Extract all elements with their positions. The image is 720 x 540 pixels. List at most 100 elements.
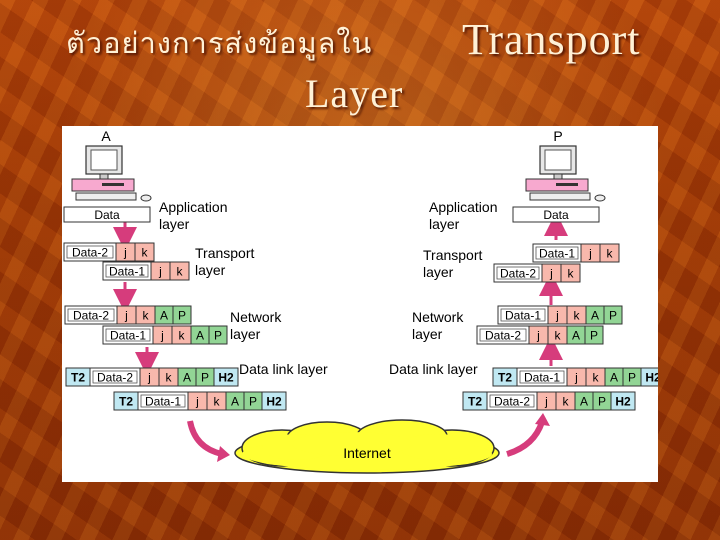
- left-network-row1-P-text: P: [178, 309, 186, 323]
- left-application-label: Application: [159, 199, 228, 215]
- left-datalink-row1-H2-cell: [213, 367, 239, 387]
- right-transport-layer-label: layer: [423, 264, 454, 280]
- right-datalink-row2-H2-text: H2: [615, 395, 631, 409]
- right-transport-row1-j-text: j: [588, 247, 592, 261]
- arrow-from-internet: [506, 420, 545, 457]
- right-transport-row2-j-text: j: [549, 267, 553, 281]
- left-network-row2-A-text: A: [196, 329, 204, 343]
- right-datalink-row2-H2-cell: [610, 391, 636, 411]
- right-network-row1-j-text: j: [555, 309, 559, 323]
- right-app-data-cell: [512, 206, 600, 223]
- right-datalink-row1-A-text: A: [610, 371, 618, 385]
- right-network-row1-data1-text: Data-1: [505, 309, 541, 323]
- left-network-row1-j-text: j: [124, 309, 128, 323]
- right-network-row1-data1-inner-frame: [500, 308, 546, 322]
- left-network-row1-A-text: A: [160, 309, 168, 323]
- right-datalink-row2-A-text: A: [580, 395, 588, 409]
- right-data-link-label: Data link layer: [389, 361, 478, 377]
- right-network-row2-P-text: P: [590, 329, 598, 343]
- right-datalink-row1-data1-inner-frame: [519, 370, 565, 384]
- right-network-row1-P-text: P: [609, 309, 617, 323]
- right-network-row2-A-text: A: [572, 329, 580, 343]
- left-transport-row1-j-text: j: [123, 246, 127, 260]
- host-p-label: P: [553, 128, 562, 144]
- right-network-row2-k-text: k: [555, 329, 562, 343]
- left-network-row1-data2-text: Data-2: [73, 309, 109, 323]
- right-datalink-row1-P-text: P: [628, 371, 636, 385]
- right-datalink-row1-H2-text: H2: [645, 371, 658, 385]
- right-transport-row1-data1-text: Data-1: [539, 247, 575, 261]
- left-transport-label: Transport: [195, 245, 255, 261]
- left-network-row2-j-text: j: [160, 329, 164, 343]
- left-datalink-row1-k-text: k: [166, 371, 173, 385]
- right-network-row2-P-cell: [584, 325, 604, 345]
- left-transport-row1-k-cell: [134, 242, 155, 262]
- right-datalink-row2-P-text: P: [598, 395, 606, 409]
- right-application-layer-label: layer: [429, 216, 460, 232]
- right-datalink-row2-T2-text: T2: [468, 395, 482, 409]
- title-thai: ตัวอย่างการส่งข้อมูลใน: [66, 26, 373, 60]
- left-datalink-row2-P-text: P: [249, 395, 257, 409]
- left-transport-row1-data2-text: Data-2: [72, 246, 108, 260]
- right-application-label: Application: [429, 199, 498, 215]
- left-network-row1-k-text: k: [143, 309, 150, 323]
- left-transport-layer-label: layer: [195, 262, 226, 278]
- left-network-layer-label: layer: [230, 326, 261, 342]
- left-app-data-text: Data: [94, 208, 120, 222]
- title-layer: Layer: [305, 71, 404, 116]
- right-network-row2-j-text: j: [536, 329, 540, 343]
- left-network-row2-data1-inner-frame: [105, 328, 151, 342]
- left-transport-row2-data1-inner-frame: [105, 264, 149, 278]
- right-transport-row1-k-cell: [599, 243, 620, 263]
- right-datalink-row2-j-text: j: [544, 395, 548, 409]
- left-transport-row1-data2-inner-frame: [66, 245, 114, 259]
- right-network-row2-data2-inner-frame: [479, 328, 527, 342]
- internet-label: Internet: [343, 445, 391, 461]
- right-transport-row1-k-text: k: [607, 247, 614, 261]
- right-datalink-row1-k-text: k: [593, 371, 600, 385]
- left-datalink-row2-data1-text: Data-1: [145, 395, 181, 409]
- right-datalink-row2-data2-text: Data-2: [494, 395, 530, 409]
- right-datalink-row1-j-text: j: [574, 371, 578, 385]
- right-network-row2-data2-text: Data-2: [485, 329, 521, 343]
- encapsulation-diagram: A P Application layer Transport layer Ne…: [62, 126, 666, 482]
- left-datalink-row2-H2-cell: [261, 391, 287, 411]
- right-network-row1-P-cell: [603, 305, 623, 325]
- left-network-row2-P-cell: [208, 325, 228, 345]
- left-datalink-row2-j-text: j: [195, 395, 199, 409]
- diagram-svg: A P Application layer Transport layer Ne…: [63, 128, 666, 474]
- left-transport-row2-k-text: k: [177, 265, 184, 279]
- right-transport-row1-data1-inner-frame: [535, 246, 579, 260]
- right-transport-row2-k-cell: [560, 263, 581, 283]
- right-datalink-row1-T2-text: T2: [498, 371, 512, 385]
- left-network-row2-data1-text: Data-1: [110, 329, 146, 343]
- left-network-row2-k-text: k: [179, 329, 186, 343]
- right-datalink-row1-data1-text: Data-1: [524, 371, 560, 385]
- computer-p-icon: [525, 145, 606, 202]
- left-transport-row1-k-text: k: [142, 246, 149, 260]
- right-network-layer-label: layer: [412, 326, 443, 342]
- right-transport-label: Transport: [423, 247, 483, 263]
- right-transport-row2-data2-inner-frame: [496, 266, 540, 280]
- arrow-to-internet: [187, 420, 223, 457]
- host-a-label: A: [101, 128, 111, 144]
- right-transport-row2-k-text: k: [568, 267, 575, 281]
- left-datalink-row1-data2-text: Data-2: [97, 371, 133, 385]
- right-network-row1-k-text: k: [574, 309, 581, 323]
- left-app-data-cell: [63, 206, 151, 223]
- left-network-row2-P-text: P: [214, 329, 222, 343]
- left-datalink-row2-H2-text: H2: [266, 395, 282, 409]
- left-network-row1-P-cell: [172, 305, 192, 325]
- left-transport-row2-j-text: j: [158, 265, 162, 279]
- right-datalink-row2-k-text: k: [563, 395, 570, 409]
- right-app-data-text: Data: [543, 208, 569, 222]
- left-network-row1-data2-inner-frame: [67, 308, 115, 322]
- left-datalink-row2-data1-inner-frame: [140, 394, 186, 408]
- left-data-link-label: Data link layer: [239, 361, 328, 377]
- left-application-layer-label: layer: [159, 216, 190, 232]
- left-datalink-row2-T2-text: T2: [119, 395, 133, 409]
- left-datalink-row1-A-text: A: [183, 371, 191, 385]
- left-datalink-row1-j-text: j: [147, 371, 151, 385]
- right-datalink-row2-data2-inner-frame: [489, 394, 535, 408]
